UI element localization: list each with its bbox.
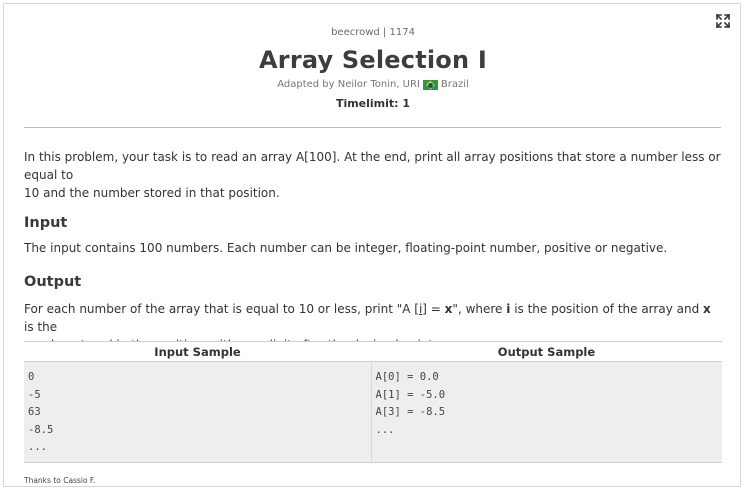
- output-sample-line: ...: [375, 423, 395, 436]
- header-divider: [24, 127, 721, 128]
- timelimit: Timelimit: 1: [335, 97, 411, 110]
- input-sample-line: -8.5: [28, 423, 54, 436]
- samples-table: Input Sample Output Sample 0 -5 63 -8.5 …: [24, 341, 722, 463]
- problem-description: In this problem, your task is to read an…: [24, 148, 722, 202]
- brazil-flag-icon: [422, 80, 438, 90]
- input-sample-line: ...: [28, 441, 47, 453]
- problem-header: beecrowd | 1174 Array Selection I Adapte…: [4, 26, 742, 111]
- output-sample-line: A[0] = 0.0: [375, 371, 439, 383]
- input-sample-line: 63: [28, 406, 41, 418]
- problem-panel: beecrowd | 1174 Array Selection I Adapte…: [3, 3, 741, 487]
- expand-icon[interactable]: [715, 13, 731, 29]
- output-sample-line: A[3] = -8.5: [375, 406, 446, 418]
- problem-body: In this problem, your task is to read an…: [24, 148, 722, 354]
- author-name: Adapted by Neilor Tonin, URI: [277, 79, 420, 90]
- problem-author: Adapted by Neilor Tonin, URI Brazil: [4, 78, 742, 92]
- author-country: Brazil: [440, 79, 469, 90]
- input-sample-cell: 0 -5 63 -8.5 ...: [24, 361, 372, 463]
- input-section-title: Input: [24, 215, 68, 231]
- output-sample-line: A[1] = -5.0: [375, 388, 446, 401]
- output-sample-header: Output Sample: [371, 341, 722, 362]
- page-title: Array Selection I: [259, 46, 487, 74]
- input-sample-line: -5: [28, 388, 41, 401]
- thanks-note: Thanks to Cassio F.: [24, 476, 96, 485]
- description-line-2: 10 and the number stored in that positio…: [24, 186, 280, 200]
- problem-source: beecrowd | 1174: [331, 27, 415, 38]
- output-section-title: Output: [24, 274, 82, 290]
- output-sample-cell: A[0] = 0.0 A[1] = -5.0 A[3] = -8.5 ...: [371, 361, 722, 463]
- input-sample-line: 0: [28, 371, 35, 383]
- description-line-1: In this problem, your task is to read an…: [24, 150, 721, 182]
- input-sample-header: Input Sample: [24, 341, 371, 362]
- input-description: The input contains 100 numbers. Each num…: [24, 241, 668, 255]
